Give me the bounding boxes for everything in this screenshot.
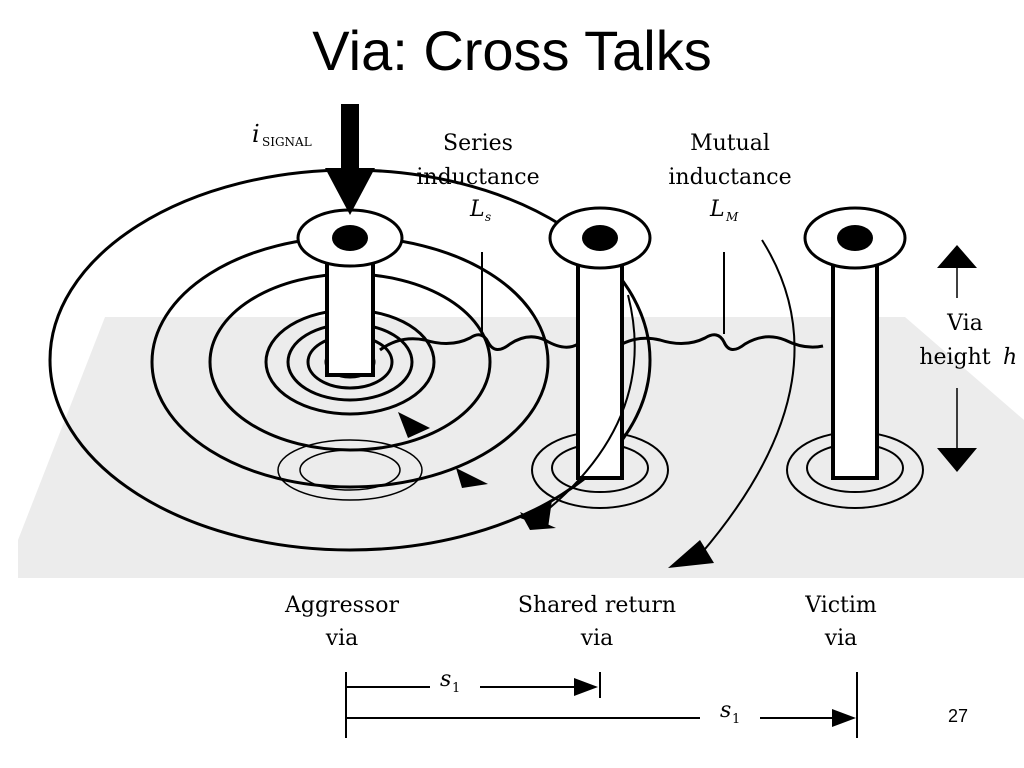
series-inductance-symbol: L <box>469 197 485 222</box>
spacing-s1-label-a: s <box>440 667 451 692</box>
slide-number: 27 <box>947 706 968 726</box>
aggressor-via <box>277 208 423 501</box>
i-signal-label: i <box>252 120 260 148</box>
victim-via-label-2: via <box>824 626 858 651</box>
return-arrow-head-victim <box>668 540 714 568</box>
spacing-arrow-head-1 <box>574 678 598 696</box>
mutual-inductance-label-2: inductance <box>668 165 791 190</box>
mutual-inductance-subscript: M <box>725 210 739 224</box>
shared-return-via-label-1: Shared return <box>518 593 676 618</box>
victim-via-label-1: Victim <box>804 593 877 618</box>
slide-title: Via: Cross Talks <box>312 19 712 82</box>
series-inductance-subscript: s <box>485 210 491 224</box>
ground-plane <box>18 317 1024 578</box>
aggressor-via-label-2: via <box>325 626 359 651</box>
shared-return-via <box>531 206 669 509</box>
mutual-inductance-label-1: Mutual <box>690 131 770 156</box>
victim-via <box>786 206 924 509</box>
spacing-s1-subscript-b: 1 <box>732 712 740 727</box>
aggressor-via-label-1: Aggressor <box>284 593 399 618</box>
shared-return-via-label-2: via <box>580 626 614 651</box>
spacing-s1-label-b: s <box>720 698 731 723</box>
inductance-coils <box>379 252 824 352</box>
spacing-arrow-head-2 <box>832 709 856 727</box>
series-inductance-label-1: Series <box>443 131 513 156</box>
via-height-arrow <box>937 245 977 472</box>
via-height-label-2: height <box>919 345 990 370</box>
return-current-arrows <box>539 239 796 556</box>
via-height-label-1: Via <box>946 311 983 336</box>
signal-current-arrow <box>325 104 375 215</box>
return-arrow-head-shared <box>520 500 552 528</box>
via-height-symbol: h <box>1003 345 1017 370</box>
i-signal-subscript: SIGNAL <box>262 135 312 149</box>
spacing-dimensions <box>345 672 858 738</box>
series-inductance-label-2: inductance <box>416 165 539 190</box>
spacing-s1-subscript-a: 1 <box>452 681 460 696</box>
mutual-inductance-symbol: L <box>709 197 725 222</box>
